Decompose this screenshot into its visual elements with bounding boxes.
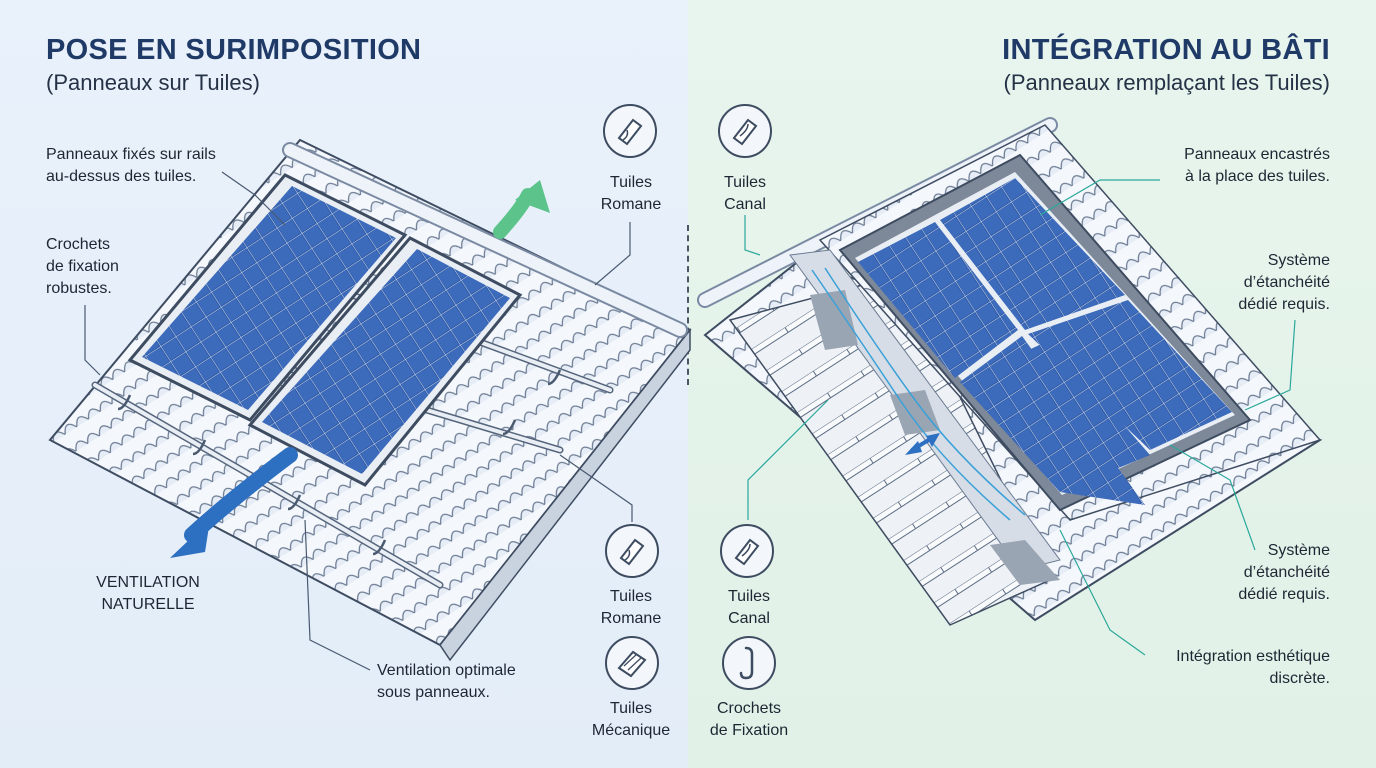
fixing-hook-icon [722, 636, 776, 690]
right-leader-lines [744, 179, 1296, 656]
mid-tile-legend-right: Tuiles Canal [727, 588, 771, 627]
canal-tile-icon [720, 524, 774, 578]
top-tile-legend-left: Tuiles Romane [600, 174, 662, 213]
rails-callout: Panneaux fixés sur rails au-dessus des t… [46, 146, 216, 185]
aesthetic-callout: Intégration esthétique discrète. [1176, 648, 1330, 687]
embedded-callout: Panneaux encastrés à la place des tuiles… [1184, 146, 1330, 185]
canal-tile-icon [718, 104, 772, 158]
right-title: INTÉGRATION AU BÂTI [1002, 34, 1330, 66]
hooks-callout: Crochets de fixation robustes. [46, 236, 119, 297]
sealing-top-callout: Système d’étanchéité dédié requis. [1238, 252, 1330, 313]
left-subtitle: (Panneaux sur Tuiles) [46, 70, 260, 95]
roman-tile-icon [605, 524, 659, 578]
ventilation-optimal-callout: Ventilation optimale sous panneaux. [377, 662, 516, 701]
sealing-bottom-callout: Système d’étanchéité dédié requis. [1238, 542, 1330, 603]
airflow-arrow-icon [905, 433, 940, 455]
right-roof [697, 117, 1323, 626]
hooks-legend-right: Crochets de Fixation [709, 700, 789, 739]
bottom-tile-legend-left: Tuiles Mécanique [591, 700, 671, 739]
roman-tile-icon [603, 104, 657, 158]
left-title: POSE EN SURIMPOSITION [46, 34, 422, 66]
mechanical-tile-icon [605, 636, 659, 690]
mid-tile-legend-left: Tuiles Romane [600, 588, 662, 627]
left-leader-lines [84, 171, 633, 671]
right-subtitle: (Panneaux remplaçant les Tuiles) [1003, 70, 1331, 95]
section-divider [687, 225, 689, 385]
left-roof [48, 138, 692, 662]
top-tile-legend-right: Tuiles Canal [723, 174, 767, 213]
ventilation-callout: VENTILATION NATURELLE [96, 574, 200, 613]
